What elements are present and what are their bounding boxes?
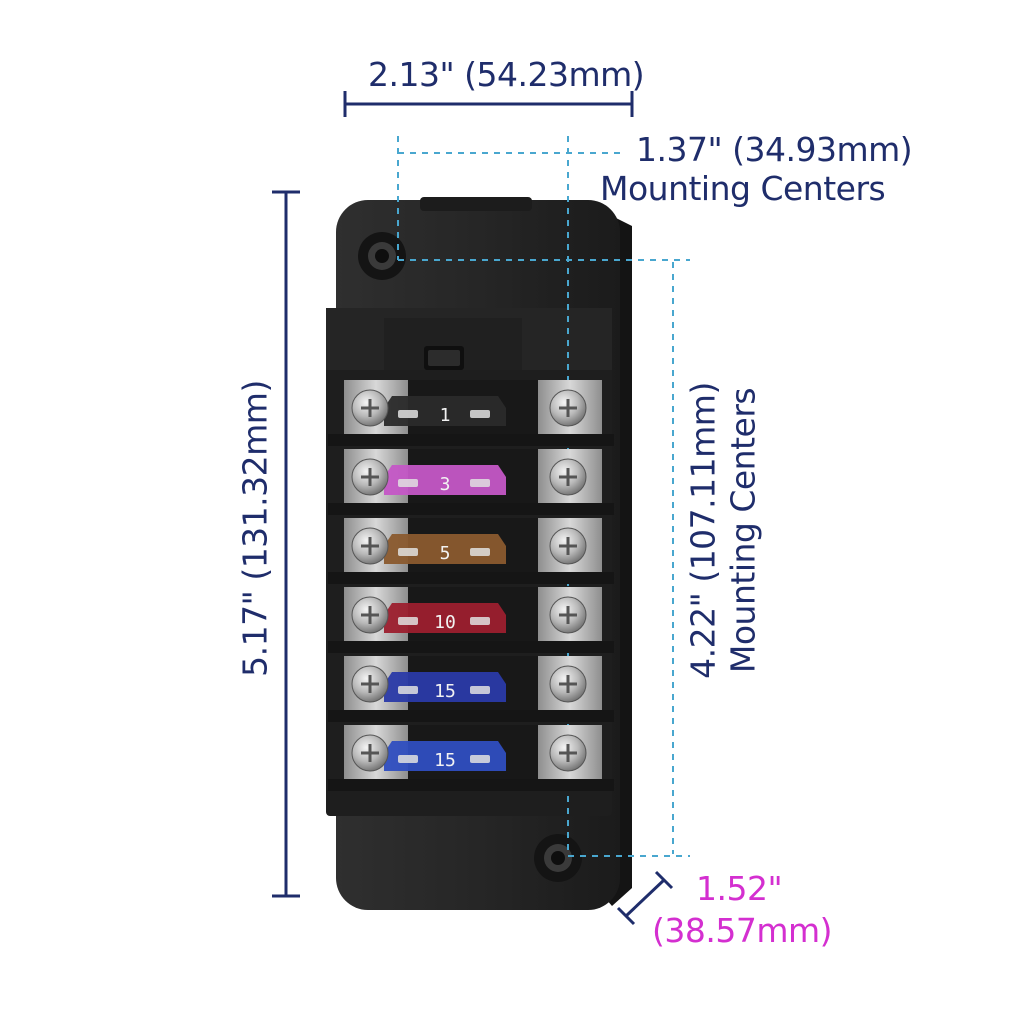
mounting-height-value: 4.22" (107.11mm): [683, 382, 723, 679]
terminal-screw-right: [549, 527, 587, 565]
fuse: 15: [384, 741, 506, 771]
fuse-rating: 15: [434, 681, 456, 702]
terminal-screw-right: [549, 734, 587, 772]
depth-value: 1.52": [696, 869, 783, 908]
terminal-screw-left: [351, 389, 389, 427]
terminal-screw-right: [549, 665, 587, 703]
fuse-rating: 5: [440, 543, 451, 564]
fuse: 3: [384, 465, 506, 495]
fuse-rating: 1: [440, 405, 451, 426]
fuse-rating: 3: [440, 474, 451, 495]
fuse: 1: [384, 396, 506, 426]
fuse-rating: 15: [434, 750, 456, 771]
terminal-screw-left: [351, 458, 389, 496]
terminal-screw-right: [549, 596, 587, 634]
mounting-hole-bottom: [534, 834, 582, 882]
terminal-screw-left: [351, 734, 389, 772]
terminal-screw-left: [351, 596, 389, 634]
top-latch: [420, 197, 532, 211]
dimension-lines: [272, 91, 674, 926]
overall-width-label: 2.13" (54.23mm): [368, 55, 645, 94]
mounting-hole-top: [358, 232, 406, 280]
fuse: 10: [384, 603, 506, 633]
terminal-screw-right: [549, 389, 587, 427]
mounting-height-caption: Mounting Centers: [723, 387, 763, 674]
mounting-width-value: 1.37" (34.93mm): [636, 130, 913, 169]
depth-metric: (38.57mm): [652, 911, 833, 950]
terminal-screw-left: [351, 527, 389, 565]
terminal-screw-left: [351, 665, 389, 703]
terminal-screw-right: [549, 458, 587, 496]
fuse: 5: [384, 534, 506, 564]
overall-height-label: 5.17" (131.32mm): [235, 380, 275, 677]
fuse: 15: [384, 672, 506, 702]
mounting-width-caption: Mounting Centers: [600, 169, 886, 208]
fuse-rating: 10: [434, 612, 456, 633]
